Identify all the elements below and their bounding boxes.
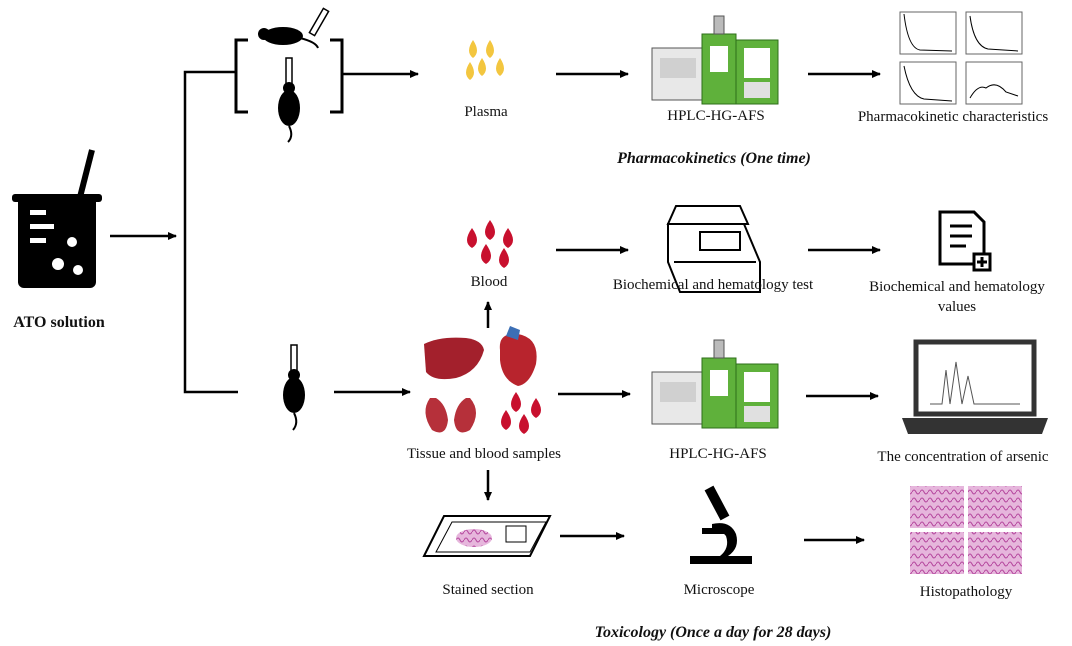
rat-oral-icon-bottom — [283, 344, 305, 431]
plasma-label: Plasma — [464, 104, 508, 120]
pk-section-title: Pharmacokinetics (One time) — [617, 150, 811, 167]
histology-images-icon — [910, 486, 1022, 574]
stained-section-label: Stained section — [442, 582, 534, 598]
report-icon — [938, 210, 992, 272]
plasma-drops-icon — [466, 40, 504, 80]
laptop-chart-icon — [902, 339, 1048, 434]
rat-injection-icon — [258, 7, 330, 49]
tissue-blood-label: Tissue and blood samples — [406, 446, 562, 462]
biochem-analyzer-icon — [666, 205, 761, 293]
histopathology-label: Histopathology — [919, 584, 1013, 600]
toxicology-section-title: Toxicology (Once a day for 28 days) — [594, 624, 832, 641]
biochem-values-label: Biochemical and hematology values — [869, 279, 1045, 315]
microscope-label: Microscope — [683, 582, 755, 598]
hplc-instrument-icon — [651, 15, 779, 105]
beaker-icon — [12, 149, 102, 288]
blood-label: Blood — [470, 274, 508, 290]
ato-solution-label: ATO solution — [13, 314, 105, 331]
arsenic-concentration-label: The concentration of arsenic — [877, 449, 1049, 465]
microscope-icon — [690, 485, 752, 564]
hplc-instrument-icon-middle — [651, 339, 779, 429]
rat-oral-icon — [278, 57, 300, 143]
pk-characteristics-label: Pharmacokinetic characteristics — [857, 109, 1049, 125]
organs-icon — [424, 326, 541, 434]
pk-curves-icon — [899, 11, 1023, 105]
biochem-test-label: Biochemical and hematology test — [612, 277, 814, 293]
blood-drops-icon — [467, 220, 513, 268]
split-connector — [183, 70, 238, 394]
stained-slide-icon — [422, 515, 552, 557]
hplc-top-label: HPLC-HG-AFS — [667, 108, 765, 124]
hplc-middle-label: HPLC-HG-AFS — [669, 446, 767, 462]
